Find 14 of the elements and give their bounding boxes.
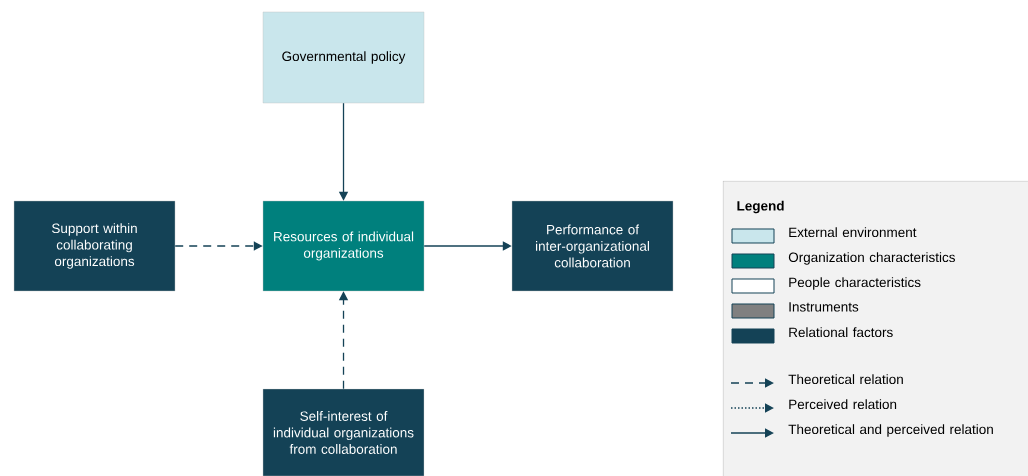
legend-label: External environment	[789, 227, 917, 238]
legend-label: Relational factors	[789, 327, 893, 338]
legend-label: People characteristics	[789, 277, 921, 290]
process-box: Governmental policy	[262, 11, 425, 104]
legend-label: Instruments	[789, 302, 859, 312]
legend-label: Perceived relation	[789, 399, 897, 410]
legend-label: Theoretical and perceived relation	[788, 424, 993, 437]
process-box: Self-interest of individual organizations from collaboration	[262, 388, 425, 476]
legend-label: Theoretical relation	[788, 374, 903, 385]
process-box: Resources of individual organizations	[262, 200, 425, 292]
legend-label: Organization characteristics	[788, 252, 955, 265]
process-box: Support within collaborating organizations	[13, 200, 176, 292]
legend-title: Legend	[737, 200, 784, 214]
process-box: Performance of inter-organizational collaboration	[511, 200, 674, 292]
